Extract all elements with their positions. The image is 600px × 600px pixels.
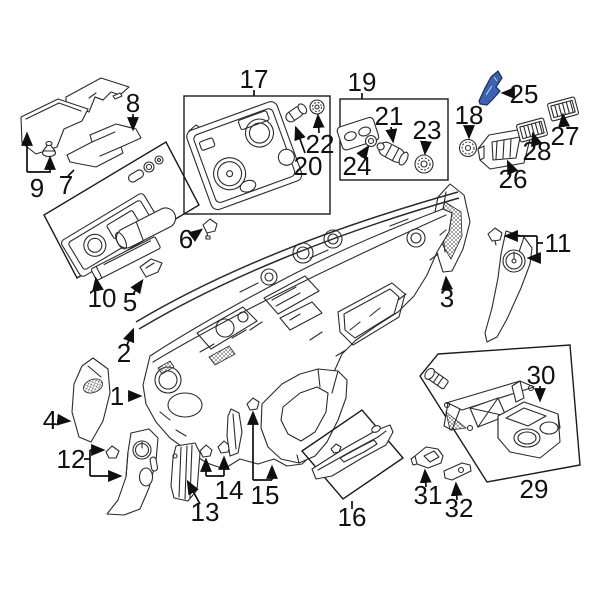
callout-23[interactable]: 23 xyxy=(413,115,442,145)
leader-lines xyxy=(21,87,571,509)
leader-27 xyxy=(558,112,571,128)
callout-18[interactable]: 18 xyxy=(455,100,484,130)
callout-6[interactable]: 6 xyxy=(179,224,193,254)
part-14-clips xyxy=(199,440,231,458)
callout-22[interactable]: 22 xyxy=(306,129,335,159)
callout-15[interactable]: 15 xyxy=(251,480,280,510)
part-17-cluster-bezel xyxy=(186,101,303,211)
callout-17[interactable]: 17 xyxy=(240,64,269,94)
callout-30[interactable]: 30 xyxy=(527,360,556,390)
callout-24[interactable]: 24 xyxy=(343,151,372,181)
part-22-knob xyxy=(309,99,325,115)
callout-4[interactable]: 4 xyxy=(43,405,57,435)
group-box-17 xyxy=(183,95,331,215)
part-12-clip xyxy=(105,445,120,459)
leader-5 xyxy=(130,278,144,295)
callout-13[interactable]: 13 xyxy=(191,497,220,527)
callout-10[interactable]: 10 xyxy=(88,283,117,313)
leader-26 xyxy=(506,159,519,176)
leader-10 xyxy=(92,276,104,292)
callout-7[interactable]: 7 xyxy=(59,170,73,200)
part-cover-lower xyxy=(20,98,89,155)
part-25-bracket-highlighted xyxy=(478,70,503,106)
callout-25[interactable]: 25 xyxy=(510,79,539,109)
callout-labels: 1 2 3 4 5 6 7 8 9 10 11 12 13 14 15 16 1… xyxy=(30,64,580,532)
leader-20 xyxy=(294,125,306,154)
leader-21 xyxy=(385,126,398,144)
group-box-16 xyxy=(300,409,405,500)
part-12-pillar-trim xyxy=(106,428,159,516)
callout-14[interactable]: 14 xyxy=(215,475,244,505)
part-8-insulator-pad xyxy=(66,123,142,168)
callout-20[interactable]: 20 xyxy=(294,151,323,181)
part-15-clip xyxy=(246,397,260,411)
callout-3[interactable]: 3 xyxy=(440,283,454,313)
leader-13 xyxy=(186,479,201,505)
part-5-bracket xyxy=(139,258,163,278)
part-31-pocket xyxy=(410,446,444,469)
leader-4 xyxy=(56,413,72,426)
callout-11[interactable]: 11 xyxy=(545,228,572,258)
callout-5[interactable]: 5 xyxy=(123,287,137,317)
leader-23 xyxy=(420,140,432,156)
part-11-clip xyxy=(487,227,503,246)
part-9-clip xyxy=(41,140,57,158)
part-24-retainer-ring xyxy=(364,134,378,148)
callout-29[interactable]: 29 xyxy=(520,474,549,504)
callout-32[interactable]: 32 xyxy=(445,493,474,523)
part-4-end-cover xyxy=(71,357,111,443)
part-11-pillar-trim xyxy=(484,230,533,343)
part-1-instrument-panel xyxy=(142,208,453,470)
leader-6 xyxy=(187,228,204,242)
part-18-grommet xyxy=(458,138,478,158)
part-26-vent-housing xyxy=(477,128,531,170)
leader-9b xyxy=(27,155,56,173)
part-6-clip xyxy=(202,218,218,240)
part-defroster-duct xyxy=(115,207,177,250)
callout-31[interactable]: 31 xyxy=(414,480,443,510)
part-14-pillar-strip xyxy=(226,408,243,457)
callout-21[interactable]: 21 xyxy=(375,101,404,131)
part-29-console-bracket xyxy=(443,380,535,432)
leader-11-bracket xyxy=(507,235,543,259)
callout-1[interactable]: 1 xyxy=(110,381,124,411)
callout-27[interactable]: 27 xyxy=(551,121,580,151)
leader-24 xyxy=(356,144,370,161)
part-7-bulb-sockets xyxy=(128,155,164,183)
callout-19[interactable]: 19 xyxy=(348,67,377,97)
callout-9[interactable]: 9 xyxy=(30,173,44,203)
part-16-scuff-panel xyxy=(311,424,394,480)
part-21-lighter-element xyxy=(376,141,409,166)
leader-22 xyxy=(312,113,325,134)
part-2-windshield-trim xyxy=(135,191,460,330)
part-29-bolt xyxy=(424,367,449,390)
part-32-plate xyxy=(443,462,472,481)
leader-12-bracket xyxy=(84,450,91,476)
part-15-column-cover xyxy=(260,368,348,464)
group-box-7 xyxy=(43,141,200,279)
callout-12[interactable]: 12 xyxy=(57,444,86,474)
part-20-knob xyxy=(285,103,308,123)
leader-2 xyxy=(123,327,135,346)
leader-28 xyxy=(531,131,543,148)
group-box-29 xyxy=(419,344,581,483)
part-23-knob xyxy=(414,154,434,174)
leader-31 xyxy=(419,468,432,488)
leader-3 xyxy=(441,275,454,291)
callout-16[interactable]: 16 xyxy=(338,502,367,532)
part-10-trim-strip xyxy=(90,236,161,281)
leader-32 xyxy=(450,481,463,501)
leader-7 xyxy=(67,169,75,177)
part-7-storage-tray xyxy=(60,193,164,277)
callout-8[interactable]: 8 xyxy=(126,88,140,118)
callout-26[interactable]: 26 xyxy=(499,164,528,194)
callout-28[interactable]: 28 xyxy=(523,136,552,166)
callout-2[interactable]: 2 xyxy=(117,338,131,368)
part-30-cupholder xyxy=(497,401,561,459)
part-13-trim-panel xyxy=(170,442,201,502)
